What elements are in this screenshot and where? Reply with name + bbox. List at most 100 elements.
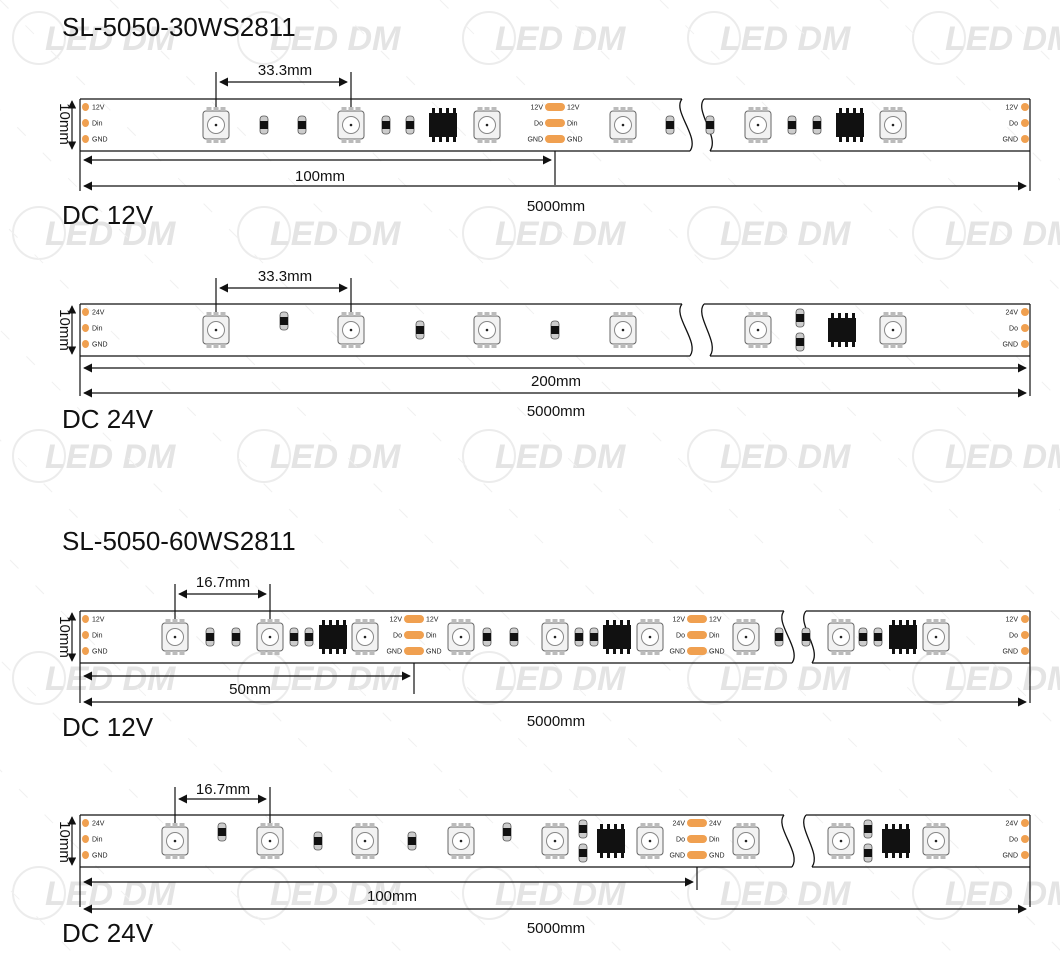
led-pin [890,139,896,143]
pad-label-mid-left-60-12v: GND [669,649,685,656]
resistor-band [206,633,214,641]
led-pin [484,312,490,316]
led-pin [620,344,626,348]
resistor [279,311,289,331]
led-pin [755,344,761,348]
pad-label-right-30-24v: GND [1002,342,1018,349]
led-chip [732,619,760,655]
ic-body [603,625,631,649]
led-pin [883,312,889,316]
ic-pin [838,313,841,318]
ic-pin [614,824,617,829]
led-pin [647,855,653,859]
led-die [485,328,489,332]
led-die [459,839,463,843]
led-pin [552,651,558,655]
led-chip [337,312,365,348]
resistor-band [280,317,288,325]
led-pin [491,312,497,316]
resistor-band [314,837,322,845]
led-pin [341,344,347,348]
led-die [349,328,353,332]
led-chip [609,312,637,348]
solder-pad [1021,631,1029,639]
solder-pad [1021,308,1029,316]
ic-pin [322,620,325,625]
solder-pad [1021,819,1029,827]
led-pin [213,139,219,143]
led-pin [620,312,626,316]
led-pin [355,619,361,623]
ic-pin [614,853,617,858]
resistor-band [382,121,390,129]
led-pin [260,855,266,859]
resistor [297,115,307,135]
resistor-band [590,633,598,641]
led-pin [274,855,280,859]
led-pin [341,139,347,143]
led-pin [369,651,375,655]
led-chip [541,619,569,655]
led-pin [620,139,626,143]
pad-label-right-60-12v: Do [1009,633,1018,640]
solder-pad [545,103,565,111]
ic-chip [319,620,347,654]
led-pin [559,651,565,655]
resistor-band [874,633,882,641]
led-pin [933,855,939,859]
led-pin [355,651,361,655]
strip-break [701,303,713,357]
led-pin [750,855,756,859]
watermark-text: LED DM [720,660,851,698]
solder-pad [82,631,89,639]
pad-label-mid-right-60-12v: GND [426,649,442,656]
led-pin [762,139,768,143]
watermark-text: LED DM [495,215,626,253]
watermark-ring [912,429,966,483]
watermark-text: LED DM [495,20,626,58]
led-die [648,635,652,639]
pad-label-mid-right-60-12v: 12V [426,617,439,624]
led-pin [484,344,490,348]
ic-pin [607,824,610,829]
watermark-ring [237,429,291,483]
resistor-band [575,633,583,641]
length-label-30-12v: 5000mm [527,198,585,215]
pad-label-left-30-24v: 24V [92,310,105,317]
pad-label-mid-left-60-12v: Do [676,633,685,640]
watermark-text: LED DM [45,438,176,476]
led-die [459,635,463,639]
led-die [839,635,843,639]
solder-pad [82,324,89,332]
watermark-ring [237,206,291,260]
led-pin [552,855,558,859]
led-chip [636,619,664,655]
section-title-30: SL-5050-30WS2811 [62,12,296,42]
pad-label-left-30-24v: GND [92,342,108,349]
resistor [289,627,299,647]
resistor [863,843,873,863]
led-pin [654,651,660,655]
pitch-label-60-24v: 16.7mm [196,781,250,798]
led-pin [940,823,946,827]
pad-label-mid-left-60-24v: 24V [673,821,686,828]
led-pin [545,823,551,827]
led-chip [879,107,907,143]
section-title-60: SL-5050-60WS2811 [62,526,296,556]
led-pin [484,139,490,143]
led-pin [451,619,457,623]
watermark-text: LED DM [270,215,401,253]
led-pin [458,651,464,655]
solder-pad [82,308,89,316]
led-pin [362,619,368,623]
watermark-text: LED DM [45,215,176,253]
watermark-text: LED DM [495,438,626,476]
resistor-band [408,837,416,845]
ic-pin [446,137,449,142]
led-chip [351,823,379,859]
resistor [665,115,675,135]
led-pin [748,312,754,316]
ic-chip [828,313,856,347]
led-pin [743,619,749,623]
led-die [553,839,557,843]
